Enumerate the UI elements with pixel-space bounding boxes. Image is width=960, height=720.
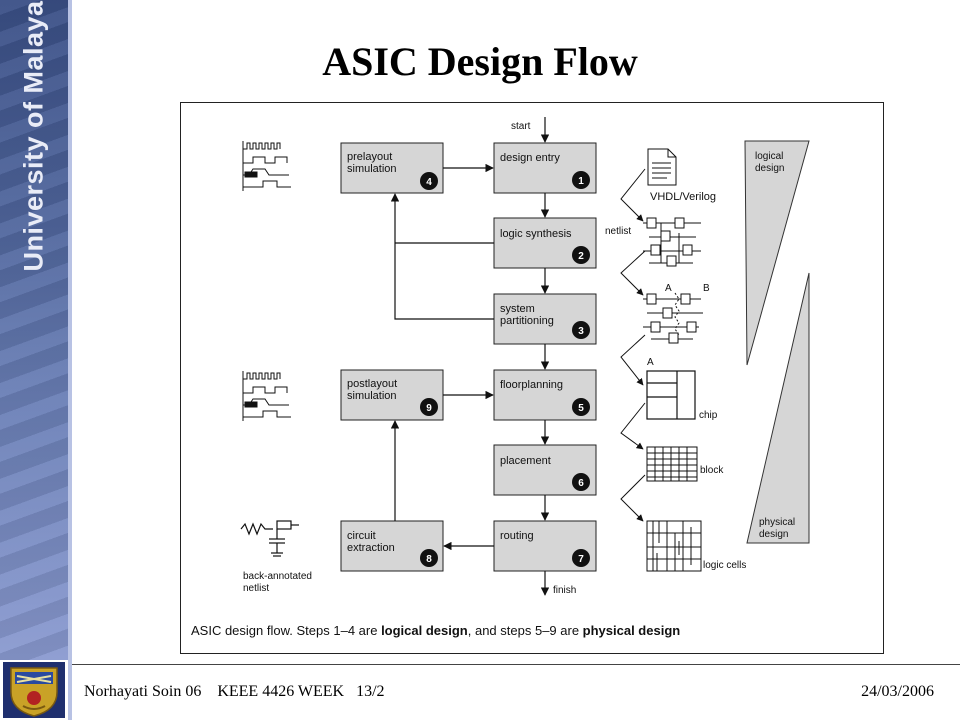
caption-bold: logical design <box>381 623 468 638</box>
logical-design-wedge <box>744 140 810 366</box>
step-box-7: routing 7 <box>493 520 597 572</box>
logic-cells-icon <box>646 520 702 572</box>
caption-text: ASIC design flow. Steps 1–4 are <box>191 623 381 638</box>
step-label: extraction <box>347 542 395 554</box>
logical-design-label: logical <box>755 151 783 162</box>
step-number: 4 <box>426 177 432 188</box>
partition-a-label: A <box>665 283 672 294</box>
placement-block-icon <box>646 446 698 482</box>
sidebar-banner <box>0 0 68 660</box>
step-box-2: logic synthesis 2 <box>493 217 597 269</box>
step-box-5: floorplanning 5 <box>493 369 597 421</box>
step-box-8: circuit extraction 8 <box>340 520 444 572</box>
step-label: routing <box>500 530 534 542</box>
sidebar-texture <box>0 0 68 660</box>
caption-text: , and steps 5–9 are <box>468 623 583 638</box>
step-label: logic synthesis <box>500 228 572 240</box>
footer-course-info: Norhayati Soin 06 KEEE 4426 WEEK 13/2 <box>84 683 385 700</box>
university-crest-icon <box>3 662 65 718</box>
step-number: 1 <box>578 176 584 187</box>
step-number: 2 <box>578 251 584 262</box>
step-number: 6 <box>578 478 584 489</box>
chip-label: chip <box>699 410 718 421</box>
step-number: 9 <box>426 403 432 414</box>
step-number: 3 <box>578 326 584 337</box>
start-label: start <box>511 121 531 132</box>
step-box-1: design entry 1 <box>493 142 597 194</box>
step-label: simulation <box>347 163 397 175</box>
step-label: floorplanning <box>500 379 563 391</box>
diagram-frame: design entry 1 logic synthesis 2 system … <box>180 102 884 654</box>
slide-title: ASIC Design Flow <box>322 39 638 84</box>
gate-netlist-icon <box>643 217 701 267</box>
floorplan-a-label: A <box>647 357 654 368</box>
waveform-icon <box>242 371 291 421</box>
step-label: system <box>500 303 535 315</box>
vhdl-document-icon <box>647 148 677 186</box>
partitioned-netlist-icon <box>643 292 703 344</box>
physical-design-label: physical <box>759 517 795 528</box>
physical-design-wedge <box>746 272 810 544</box>
back-annotated-label: netlist <box>243 583 269 594</box>
caption-bold: physical design <box>583 623 681 638</box>
vhdl-label: VHDL/Verilog <box>650 191 716 203</box>
partition-b-label: B <box>703 283 710 294</box>
chip-floorplan-icon <box>646 370 696 420</box>
back-annotated-label: back-annotated <box>243 571 312 582</box>
sidebar-edge <box>68 0 72 720</box>
step-label: prelayout <box>347 151 392 163</box>
footer-divider <box>72 664 960 665</box>
step-box-4: prelayout simulation 4 <box>340 142 444 194</box>
step-label: placement <box>500 455 551 467</box>
step-label: simulation <box>347 390 397 402</box>
finish-label: finish <box>553 585 576 596</box>
rc-netlist-icon <box>240 520 299 557</box>
netlist-label: netlist <box>605 226 631 237</box>
illustration-arrows <box>620 168 646 522</box>
step-box-6: placement 6 <box>493 444 597 496</box>
asic-flow-diagram: design entry 1 logic synthesis 2 system … <box>191 117 810 638</box>
step-label: circuit <box>347 530 376 542</box>
diagram-caption: ASIC design flow. Steps 1–4 are logical … <box>191 623 680 638</box>
step-number: 7 <box>578 554 584 565</box>
step-label: partitioning <box>500 315 554 327</box>
footer-date: 24/03/2006 <box>861 683 934 700</box>
physical-design-label: design <box>759 529 788 540</box>
step-label: postlayout <box>347 378 397 390</box>
waveform-icon <box>242 141 291 191</box>
step-label: design entry <box>500 152 560 164</box>
logic-cells-label: logic cells <box>703 560 746 571</box>
block-label: block <box>700 465 724 476</box>
step-box-3: system partitioning 3 <box>493 293 597 345</box>
step-box-9: postlayout simulation 9 <box>340 369 444 421</box>
flow-arrows <box>390 117 550 596</box>
step-number: 5 <box>578 403 584 414</box>
step-number: 8 <box>426 554 432 565</box>
logical-design-label: design <box>755 163 784 174</box>
